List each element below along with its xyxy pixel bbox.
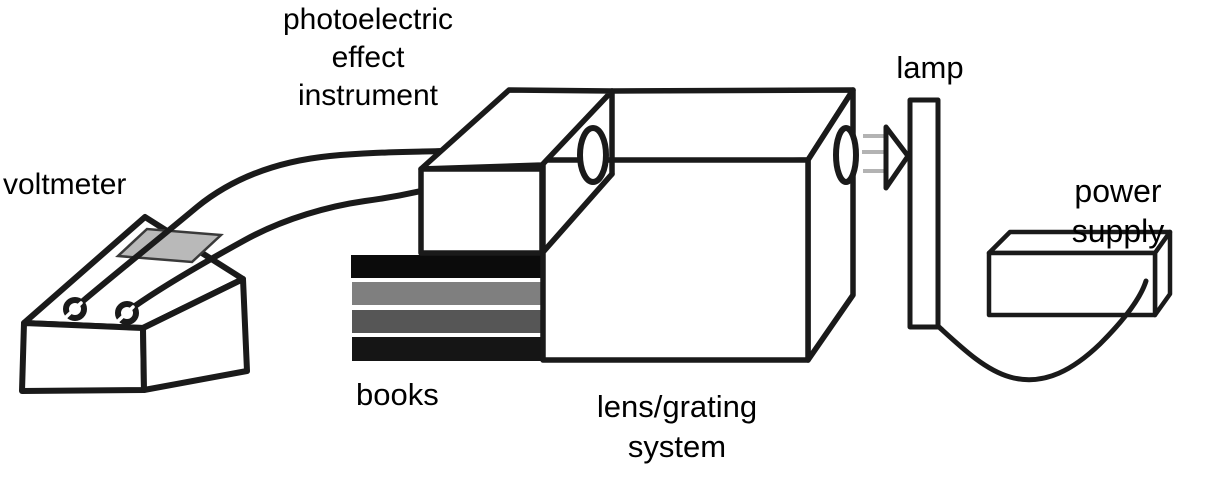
power-supply-wire — [936, 278, 1149, 383]
book-3 — [352, 310, 545, 333]
lens-grating-label: lens/grating system — [596, 389, 758, 464]
voltmeter-wire-upper — [80, 148, 445, 304]
book-1 — [351, 255, 546, 278]
voltmeter-wire-lower — [132, 188, 424, 309]
light-cone — [883, 124, 911, 191]
light-rays — [862, 134, 887, 173]
photoelectric-instrument-box — [418, 87, 615, 256]
power-supply-box — [986, 229, 1173, 318]
books-label: books — [356, 377, 439, 412]
photoelectric-instrument-label: photoelectric effect instrument — [282, 3, 454, 112]
lens-grating-box — [539, 87, 856, 363]
voltmeter-terminal-right — [115, 301, 139, 325]
left-lens-aperture — [577, 125, 609, 185]
power-supply-label: power supply — [1071, 173, 1165, 249]
books-stack — [351, 255, 548, 361]
voltmeter-terminal-left — [63, 297, 87, 321]
lamp-shape — [907, 97, 941, 330]
book-4 — [352, 337, 548, 361]
voltmeter-label: voltmeter — [3, 168, 127, 201]
right-lens-aperture — [833, 125, 859, 185]
lamp-label: lamp — [896, 50, 964, 85]
book-2 — [352, 282, 545, 305]
